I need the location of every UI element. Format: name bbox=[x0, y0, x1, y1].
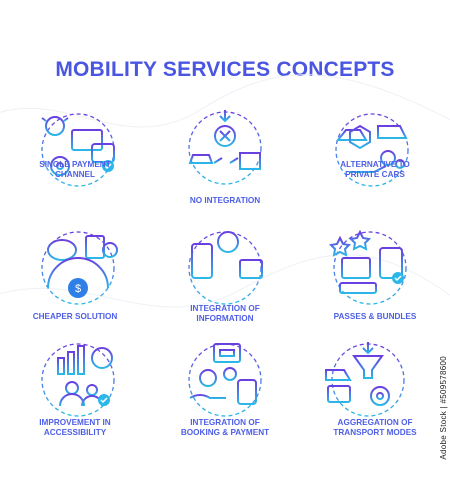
cell-no-integration: NO INTEGRATION bbox=[150, 108, 300, 223]
stock-id: Adobe Stock | #509578600 bbox=[439, 356, 448, 460]
information-icon bbox=[188, 231, 263, 305]
piggy-bank-icon: $ bbox=[41, 231, 118, 305]
label-cheaper: CHEAPER SOLUTION bbox=[32, 312, 118, 321]
transport-modes-icon bbox=[325, 342, 405, 417]
no-integration-icon bbox=[188, 110, 262, 185]
private-cars-icon bbox=[335, 113, 409, 187]
accessibility-icon bbox=[41, 343, 115, 417]
cell-passes: PASSES & BUNDLES bbox=[300, 228, 450, 343]
cell-cheaper: $ CHEAPER SOLUTION bbox=[0, 228, 150, 343]
svg-text:$: $ bbox=[75, 283, 81, 295]
tickets-icon bbox=[328, 229, 407, 305]
stock-logo bbox=[0, 466, 34, 500]
payment-channel-icon bbox=[41, 111, 115, 187]
label-no-integration: NO INTEGRATION bbox=[189, 196, 261, 205]
booking-payment-icon bbox=[188, 343, 262, 417]
label-passes: PASSES & BUNDLES bbox=[333, 312, 417, 321]
